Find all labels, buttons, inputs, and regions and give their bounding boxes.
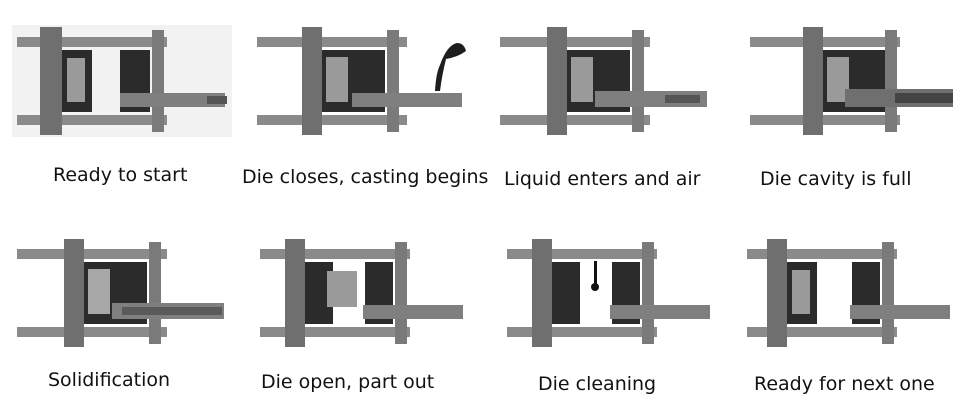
step-caption: Die closes, casting begins bbox=[242, 166, 489, 188]
die-casting-machine-ready-to-start bbox=[12, 25, 232, 137]
step-caption: Liquid enters and air bbox=[504, 168, 701, 190]
die-casting-machine-die-closes bbox=[257, 27, 466, 135]
step-panel-cavity-full bbox=[745, 25, 960, 137]
step-caption: Die cleaning bbox=[538, 373, 657, 395]
step-caption: Ready for next one bbox=[754, 373, 935, 395]
step-panel-ready-to-start bbox=[12, 25, 237, 137]
die-casting-machine-die-open bbox=[260, 239, 463, 347]
step-caption: Solidification bbox=[48, 369, 171, 391]
die-casting-machine-die-cleaning bbox=[507, 239, 710, 347]
die-casting-machine-ready-next bbox=[747, 239, 950, 347]
step-panel-ready-next bbox=[742, 237, 957, 349]
step-panel-die-closes bbox=[252, 25, 477, 137]
step-panel-die-open bbox=[255, 237, 480, 349]
step-panel-liquid-enters bbox=[495, 25, 720, 137]
die-casting-machine-solidification bbox=[17, 239, 224, 347]
die-casting-machine-liquid-enters bbox=[500, 27, 707, 135]
step-caption: Ready to start bbox=[53, 164, 188, 186]
step-panel-solidification bbox=[12, 237, 237, 349]
step-caption: Die cavity is full bbox=[760, 168, 912, 190]
step-caption: Die open, part out bbox=[261, 371, 435, 393]
step-panel-die-cleaning bbox=[502, 237, 727, 349]
die-casting-machine-cavity-full bbox=[750, 27, 953, 135]
